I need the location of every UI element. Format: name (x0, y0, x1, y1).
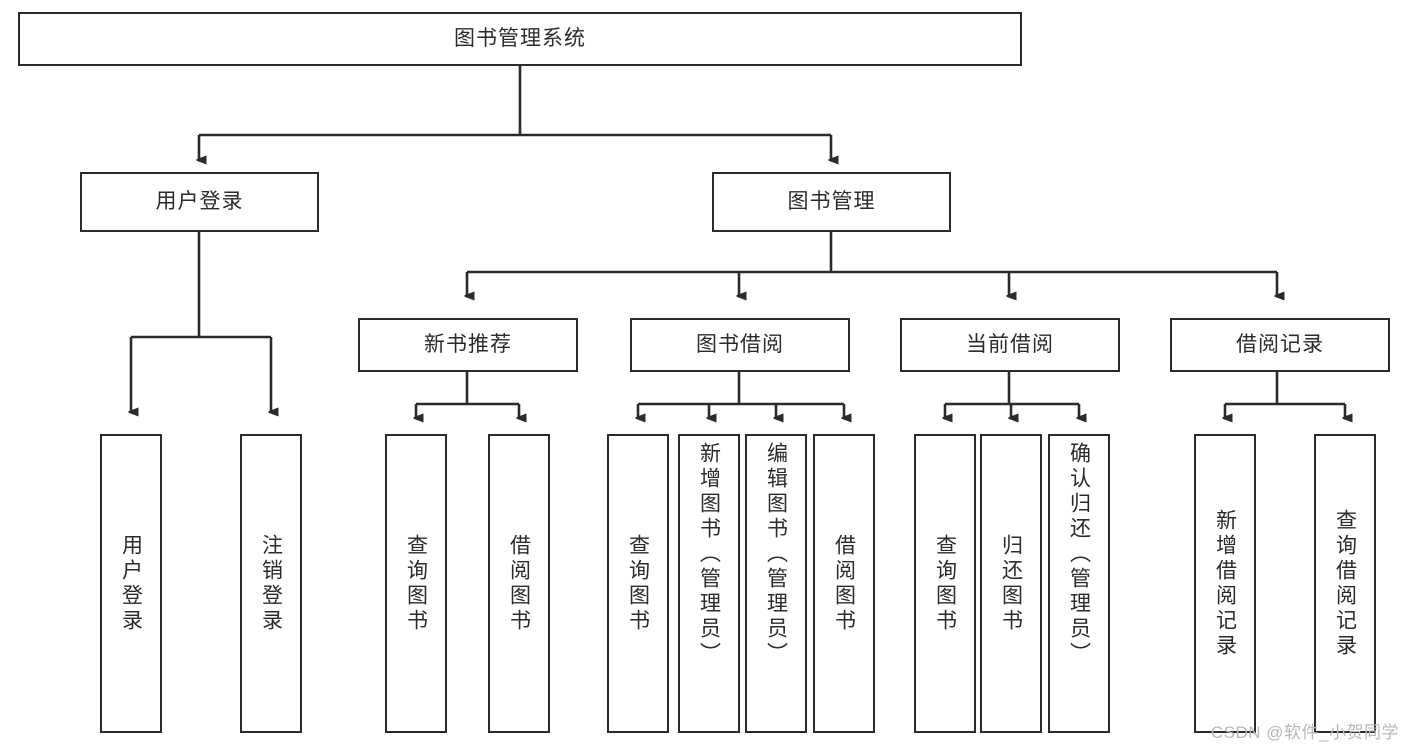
leaf-recommend-query-book[interactable]: 查询图书 (385, 434, 447, 733)
node-label: 当前借阅 (966, 332, 1054, 356)
leaf-current-return-book[interactable]: 归还图书 (980, 434, 1042, 733)
node-borrow-record[interactable]: 借阅记录 (1170, 318, 1390, 372)
node-label: 借阅记录 (1236, 332, 1324, 356)
watermark-text: CSDN @软件_小贺同学 (1210, 723, 1399, 742)
leaf-record-query-record[interactable]: 查询借阅记录 (1314, 434, 1376, 733)
node-label: 用户登录 (119, 533, 143, 634)
node-label: 注销登录 (259, 533, 283, 634)
node-label: 查询图书 (404, 533, 428, 634)
leaf-current-query-book[interactable]: 查询图书 (914, 434, 976, 733)
leaf-user-login-signout[interactable]: 注销登录 (240, 434, 302, 733)
node-label: 查询图书 (933, 533, 957, 634)
node-label: 新增借阅记录 (1213, 508, 1237, 659)
node-label: 图书借阅 (696, 332, 784, 356)
node-label: 借阅图书 (507, 533, 531, 634)
node-label: 查询借阅记录 (1333, 508, 1357, 659)
node-user-login[interactable]: 用户登录 (80, 172, 319, 232)
node-new-book-recommend[interactable]: 新书推荐 (358, 318, 578, 372)
leaf-borrow-query-book[interactable]: 查询图书 (607, 434, 669, 733)
leaf-user-login-signin[interactable]: 用户登录 (100, 434, 162, 733)
node-label: 确认归还（管理员） (1067, 442, 1091, 667)
node-label: 归还图书 (999, 533, 1023, 634)
leaf-borrow-edit-book-admin[interactable]: 编辑图书（管理员） (745, 434, 807, 733)
leaf-borrow-add-book-admin[interactable]: 新增图书（管理员） (678, 434, 740, 733)
node-label: 用户登录 (155, 189, 244, 213)
node-label: 编辑图书（管理员） (764, 442, 788, 667)
node-label: 图书管理 (787, 189, 876, 213)
node-root-system[interactable]: 图书管理系统 (18, 12, 1022, 66)
leaf-recommend-borrow-book[interactable]: 借阅图书 (488, 434, 550, 733)
node-label: 查询图书 (626, 533, 650, 634)
node-book-borrow[interactable]: 图书借阅 (630, 318, 850, 372)
node-label: 借阅图书 (832, 533, 856, 634)
node-label: 图书管理系统 (454, 26, 586, 50)
node-label: 新书推荐 (424, 332, 512, 356)
node-book-management[interactable]: 图书管理 (712, 172, 951, 232)
leaf-record-add-record[interactable]: 新增借阅记录 (1194, 434, 1256, 733)
node-current-borrow[interactable]: 当前借阅 (900, 318, 1120, 372)
node-label: 新增图书（管理员） (697, 442, 721, 667)
leaf-borrow-borrow-book[interactable]: 借阅图书 (813, 434, 875, 733)
leaf-current-confirm-return-admin[interactable]: 确认归还（管理员） (1048, 434, 1110, 733)
